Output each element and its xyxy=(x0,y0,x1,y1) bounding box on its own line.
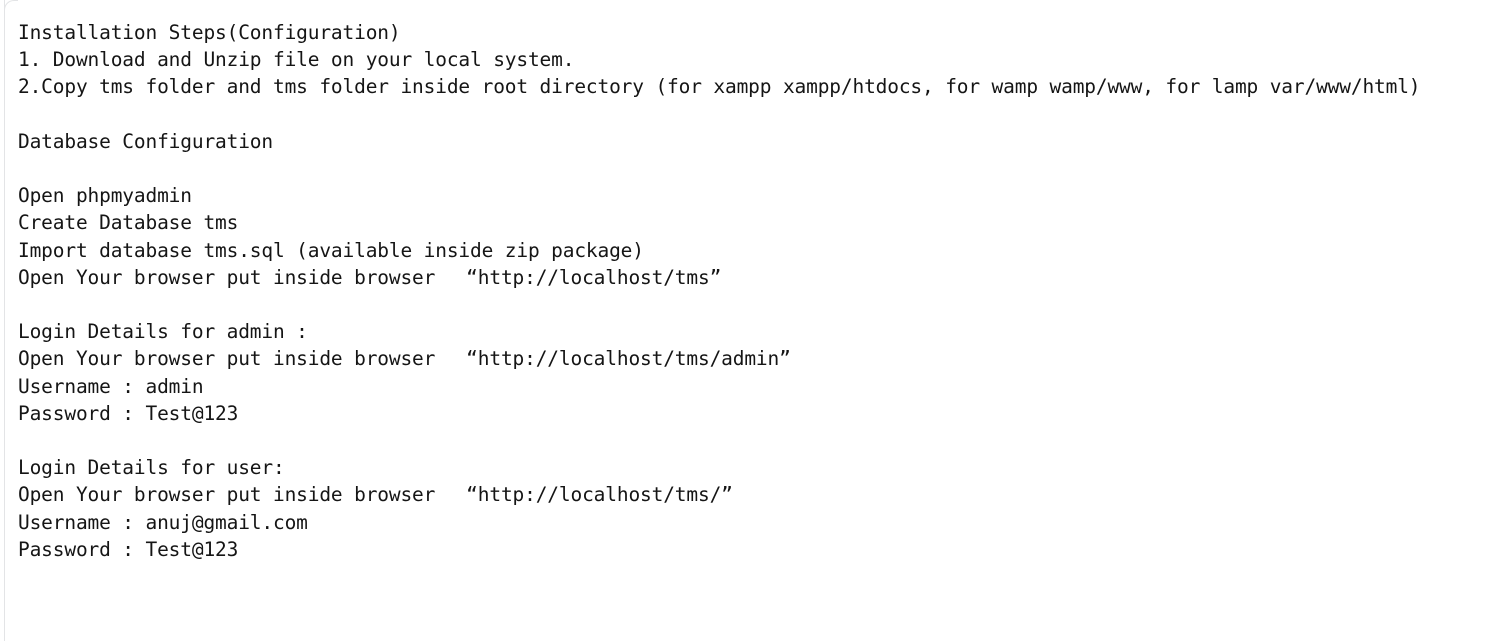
text-line-admin-url: Open Your browser put inside browser “ht… xyxy=(18,347,791,371)
text-line-blank-1 xyxy=(18,101,1491,128)
text-line-database-heading: Database Configuration xyxy=(18,129,273,153)
text-line-admin-password: Password : Test@123 xyxy=(18,401,239,425)
text-line-installation-heading: Installation Steps(Configuration) xyxy=(18,21,401,44)
text-line-import-database: Import database tms.sql (available insid… xyxy=(18,238,644,262)
top-left-rounded-corner xyxy=(4,0,18,14)
text-line-open-browser-site: Open Your browser put inside browser “ht… xyxy=(18,265,722,289)
text-line-user-username: Username : anuj@gmail.com xyxy=(18,510,308,534)
text-line-blank-2 xyxy=(18,155,1491,182)
text-line-admin-heading: Login Details for admin : xyxy=(18,320,308,344)
text-line-admin-username: Username : admin xyxy=(18,374,204,398)
left-margin-rule xyxy=(4,0,5,641)
text-line-step-2: 2.Copy tms folder and tms folder inside … xyxy=(18,75,1421,99)
text-line-blank-4 xyxy=(18,427,1491,454)
text-line-user-heading: Login Details for user: xyxy=(18,456,285,480)
document-text-body: Installation Steps(Configuration) 1. Dow… xyxy=(18,19,1491,563)
text-line-open-phpmyadmin: Open phpmyadmin xyxy=(18,184,192,208)
text-line-user-password: Password : Test@123 xyxy=(18,537,239,561)
text-line-blank-3 xyxy=(18,291,1491,318)
text-line-user-url: Open Your browser put inside browser “ht… xyxy=(18,483,733,507)
text-line-create-database: Create Database tms xyxy=(18,211,239,235)
text-line-step-1: 1. Download and Unzip file on your local… xyxy=(18,48,575,72)
